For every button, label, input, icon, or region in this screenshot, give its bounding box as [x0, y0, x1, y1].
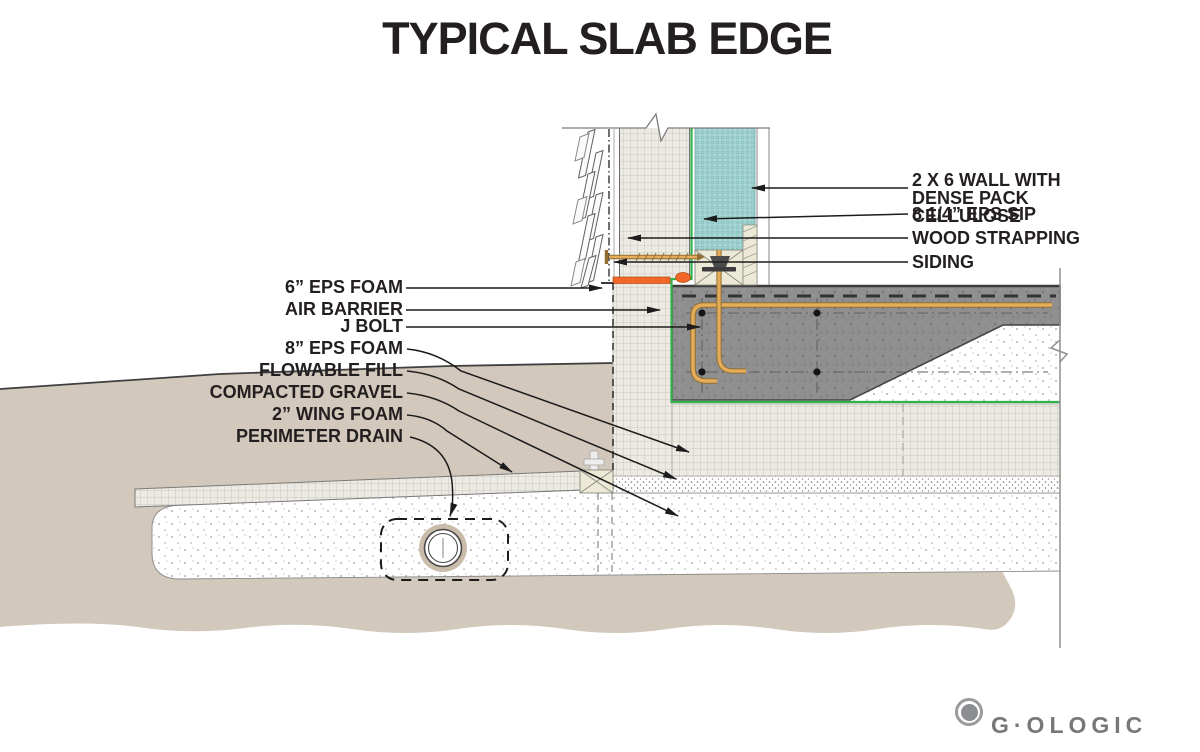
edge-blocking: [579, 469, 614, 494]
perimeter-drain: [380, 518, 509, 581]
compacted-gravel-bed: [151, 489, 1061, 580]
callout-2x6-wall: 2 X 6 WALL WITH DENSE PACK CELLULOSE: [912, 170, 1061, 226]
wall-break-line: [562, 112, 770, 143]
callout-siding: SIDING: [912, 252, 975, 272]
callout-wood-strapping: WOOD STRAPPING: [912, 228, 1081, 248]
leader-flowable-fill: [406, 370, 677, 480]
panel-screw: [604, 250, 705, 264]
leader-compacted-gravel: [406, 392, 679, 517]
slab-rebar: [690, 302, 1052, 384]
page-title: TYPICAL SLAB EDGE: [382, 13, 833, 64]
underslab-fill-wedge: [850, 325, 1060, 402]
logo-wordmark: G·OLOGIC: [991, 712, 1148, 738]
callout-flowable-fill: FLOWABLE FILL: [259, 360, 403, 380]
leader-eps-sip: [703, 213, 909, 223]
8in-eps-underslab-foam: [671, 403, 1061, 477]
callout-perimeter-drain: PERIMETER DRAIN: [235, 426, 403, 446]
siding-boards: [570, 128, 615, 289]
foam-cap-strip: [612, 276, 671, 284]
callout-air-barrier: AIR BARRIER: [284, 299, 403, 319]
6in-eps-slab-edge-foam: [612, 282, 673, 477]
drain-filter-fabric-dashed: [380, 518, 509, 581]
callout-6in-eps-foam: 6” EPS FOAM: [284, 277, 403, 297]
concrete-slab: [671, 284, 1061, 401]
wall-assembly: [562, 112, 770, 474]
excavation-dashed-lines: [597, 493, 613, 574]
callout-compacted-gravel: COMPACTED GRAVEL: [209, 382, 403, 402]
callout-8in-eps-foam: 8” EPS FOAM: [284, 338, 403, 358]
eps-foam-insulation: [612, 282, 1061, 477]
j-bolt: [702, 250, 746, 374]
sealant-bead: [675, 272, 691, 283]
grade-line: [0, 362, 614, 390]
leader-8in-eps-foam: [406, 348, 690, 453]
wing-foam: [134, 450, 614, 574]
flowable-fill-band: [612, 475, 1061, 494]
callout-j-bolt: J BOLT: [340, 316, 403, 336]
callout-wing-foam: 2” WING FOAM: [272, 404, 403, 424]
callout-eps-sip: 8 1/4” EPS SIP: [912, 204, 1037, 224]
leader-perimeter-drain: [409, 436, 458, 517]
gologic-ring-icon: [955, 698, 983, 726]
bolt-washer: [702, 267, 736, 272]
eps-sip-panel: [619, 128, 690, 278]
callout-leaders: [406, 184, 909, 517]
section-cut-edge: [1049, 268, 1069, 648]
leader-wing-foam: [406, 414, 513, 473]
rebar-section-dots: [698, 309, 821, 376]
air-barrier-membrane: [670, 128, 1060, 404]
